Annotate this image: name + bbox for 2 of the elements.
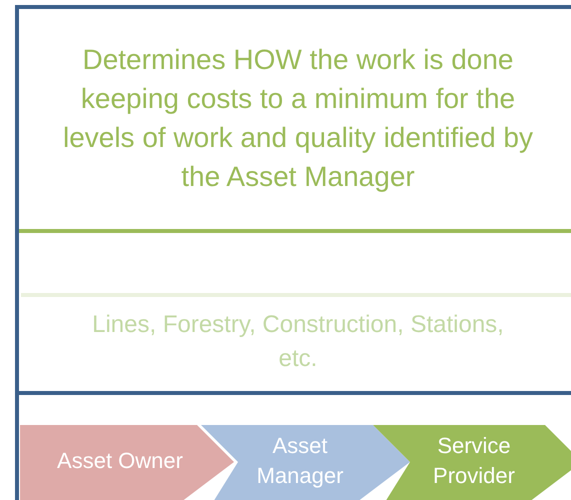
description-text: Determines HOW the work is done keeping costs to a minimum for the levels of work and quality identified by the Asset Manager	[62, 43, 534, 194]
examples-text: Lines, Forestry, Construction, Stations, etc.	[91, 310, 505, 374]
